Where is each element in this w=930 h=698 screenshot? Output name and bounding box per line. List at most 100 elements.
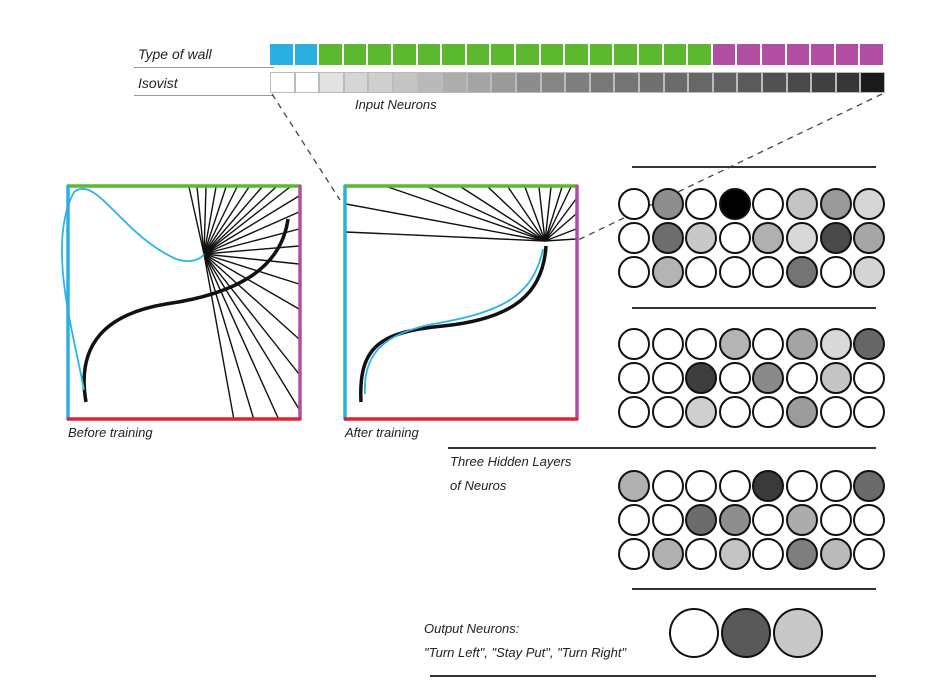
- hidden-neuron: [651, 222, 684, 254]
- isovist-cell: [639, 72, 664, 93]
- hidden-neuron: [752, 256, 785, 288]
- hidden-neuron: [819, 504, 852, 536]
- wall-type-cell: [565, 44, 590, 65]
- isovist-cell: [811, 72, 836, 93]
- hidden-neuron: [853, 188, 886, 220]
- hidden-neuron: [786, 222, 818, 254]
- hidden-neuron: [786, 256, 818, 288]
- wall-type-cell: [786, 44, 812, 65]
- hidden-neuron: [651, 362, 684, 394]
- hidden-neuron: [718, 396, 751, 428]
- wall-type-cell: [737, 44, 762, 65]
- isovist-cell: [762, 72, 787, 93]
- layer-divider-5: [430, 675, 876, 677]
- isovist-rays-after: [345, 186, 577, 242]
- hidden-neuron: [819, 256, 852, 288]
- hidden-neuron: [752, 188, 785, 220]
- hidden-neuron: [618, 504, 650, 536]
- hidden-neuron: [718, 222, 751, 254]
- isovist-cell: [393, 72, 418, 93]
- wall-type-cell: [663, 44, 689, 65]
- wall-type-cell: [294, 44, 320, 65]
- target-path-after: [364, 248, 544, 395]
- isovist-cell: [663, 72, 689, 93]
- hidden-neuron: [718, 328, 751, 360]
- hidden-neuron: [752, 222, 785, 254]
- isovist-cell: [860, 72, 885, 93]
- output-neuron: [669, 608, 719, 658]
- isovist-cell: [540, 72, 566, 93]
- output-neurons-label-line1: Output Neurons:: [424, 621, 520, 636]
- hidden-neuron: [651, 470, 684, 502]
- hidden-neuron: [752, 504, 785, 536]
- isovist-cell: [737, 72, 762, 93]
- isovist-cell: [712, 72, 738, 93]
- hidden-layers-label-line2: of Neuros: [450, 478, 507, 493]
- isovist-cell: [442, 72, 467, 93]
- hidden-neuron: [819, 328, 852, 360]
- hidden-neuron: [618, 256, 650, 288]
- hidden-neuron: [718, 362, 751, 394]
- wall-type-cell: [614, 44, 639, 65]
- isovist-cell: [319, 72, 344, 93]
- isovist-cell: [491, 72, 516, 93]
- hidden-neuron: [853, 396, 886, 428]
- isovist-cell: [343, 72, 369, 93]
- isovist-cell: [516, 72, 541, 93]
- input-neurons-label: Input Neurons: [355, 97, 437, 112]
- isovist-label: Isovist: [138, 75, 178, 91]
- output-neurons-label-line2: "Turn Left", "Stay Put", "Turn Right": [424, 645, 627, 660]
- layer-divider-2: [632, 307, 876, 309]
- hidden-neuron: [819, 470, 852, 502]
- hidden-neuron: [853, 362, 886, 394]
- isovist-rays-before: [188, 186, 300, 421]
- hidden-neuron: [752, 538, 785, 570]
- hidden-neuron: [853, 470, 886, 502]
- hidden-neuron: [685, 470, 718, 502]
- hidden-neuron: [651, 256, 684, 288]
- hidden-neuron: [786, 470, 818, 502]
- hidden-neuron: [718, 188, 751, 220]
- agent-path-before: [82, 218, 290, 403]
- hidden-neuron: [752, 396, 785, 428]
- hidden-neuron: [618, 188, 650, 220]
- hidden-neuron: [618, 538, 650, 570]
- type-of-wall-label: Type of wall: [138, 46, 212, 62]
- hidden-neuron: [819, 222, 852, 254]
- hidden-neuron: [618, 396, 650, 428]
- hidden-neuron: [718, 504, 751, 536]
- isovist-cell: [688, 72, 713, 93]
- hidden-neuron: [651, 538, 684, 570]
- after-training-diagram: [343, 184, 579, 421]
- hidden-neuron: [853, 328, 886, 360]
- hidden-neuron: [853, 538, 886, 570]
- hidden-neuron: [786, 396, 818, 428]
- output-neuron: [721, 608, 771, 658]
- hidden-neuron: [786, 188, 818, 220]
- after-training-label: After training: [345, 425, 419, 440]
- hidden-neuron: [786, 538, 818, 570]
- hidden-neuron: [685, 328, 718, 360]
- isovist-cell: [294, 72, 320, 93]
- hidden-neuron: [718, 256, 751, 288]
- wall-type-cell: [343, 44, 369, 65]
- hidden-neuron: [651, 504, 684, 536]
- hidden-neuron: [618, 328, 650, 360]
- wall-type-cell: [491, 44, 516, 65]
- wall-type-cell: [540, 44, 566, 65]
- hidden-neuron: [752, 470, 785, 502]
- wall-type-cell: [516, 44, 541, 65]
- hidden-neuron: [685, 256, 718, 288]
- isovist-cell: [786, 72, 812, 93]
- wall-type-cell: [319, 44, 344, 65]
- hidden-neuron: [786, 328, 818, 360]
- dashed-line-left: [271, 93, 341, 201]
- hidden-neuron: [819, 396, 852, 428]
- wall-type-cell: [270, 44, 295, 65]
- hidden-layers-label-line1: Three Hidden Layers: [450, 454, 572, 469]
- hidden-neuron: [651, 328, 684, 360]
- hidden-neuron: [685, 222, 718, 254]
- hidden-neuron: [752, 328, 785, 360]
- isovist-cell: [417, 72, 443, 93]
- hidden-neuron: [853, 222, 886, 254]
